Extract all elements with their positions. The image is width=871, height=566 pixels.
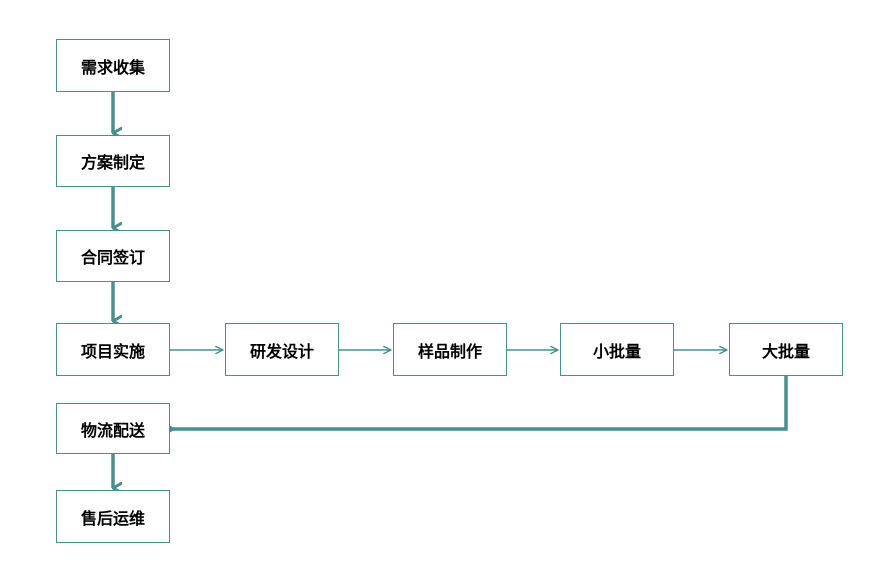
node-项目实施: 项目实施	[56, 323, 170, 376]
node-label: 合同签订	[80, 248, 145, 267]
node-label: 样品制作	[417, 341, 482, 361]
node-样品制作: 样品制作	[393, 323, 507, 376]
node-label: 大批量	[761, 341, 810, 361]
node-合同签订: 合同签订	[56, 230, 170, 282]
node-label: 需求收集	[80, 57, 145, 77]
node-需求收集: 需求收集	[56, 39, 170, 92]
node-售后运维: 售后运维	[56, 490, 170, 543]
node-label: 物流配送	[80, 420, 145, 440]
arrow-大批量-物流配送	[173, 376, 788, 429]
node-小批量: 小批量	[560, 323, 674, 376]
node-label: 小批量	[592, 341, 641, 361]
node-label: 研发设计	[249, 341, 314, 361]
node-物流配送: 物流配送	[56, 403, 170, 454]
node-方案制定: 方案制定	[56, 135, 170, 187]
node-label: 项目实施	[80, 341, 145, 361]
node-研发设计: 研发设计	[225, 323, 339, 376]
node-label: 售后运维	[80, 508, 145, 528]
node-大批量: 大批量	[729, 323, 843, 376]
node-label: 方案制定	[80, 153, 145, 172]
